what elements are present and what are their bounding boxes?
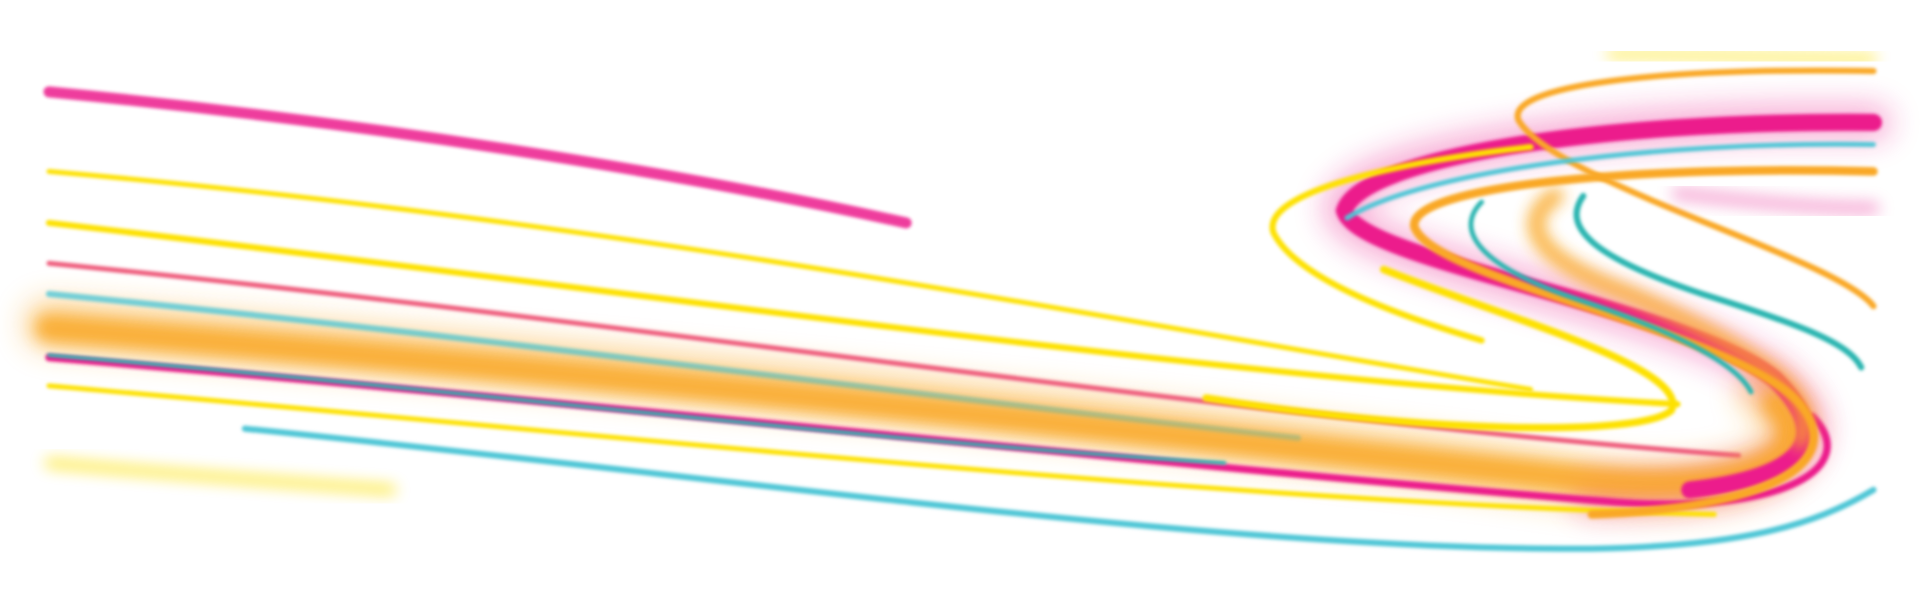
streak-yellow-lower — [46, 383, 1717, 517]
streak-orange-band — [35, 314, 1804, 497]
streak-cyan-bottom — [241, 425, 1877, 552]
loop-orange-top — [1514, 67, 1877, 310]
streak-pink-top — [43, 86, 912, 229]
loop-cyan-top — [1344, 141, 1876, 221]
loop-yellow-top-edge — [1606, 50, 1878, 63]
streak-yellow-thin — [46, 169, 1534, 392]
loop-teal-b — [1573, 192, 1865, 371]
loop-orange-inner — [1527, 187, 1813, 450]
loop-yellow-inner — [1202, 265, 1677, 432]
streak-yellow-main — [45, 219, 1681, 408]
loop-orange-mid — [1410, 166, 1878, 519]
loop-teal-a — [1468, 199, 1754, 395]
loop-yellow-outer — [1269, 143, 1534, 344]
streak-teal — [47, 353, 1227, 465]
loop-pink-right — [1671, 187, 1880, 215]
streak-yellow-short — [44, 458, 397, 495]
streak-coral — [46, 260, 1742, 459]
